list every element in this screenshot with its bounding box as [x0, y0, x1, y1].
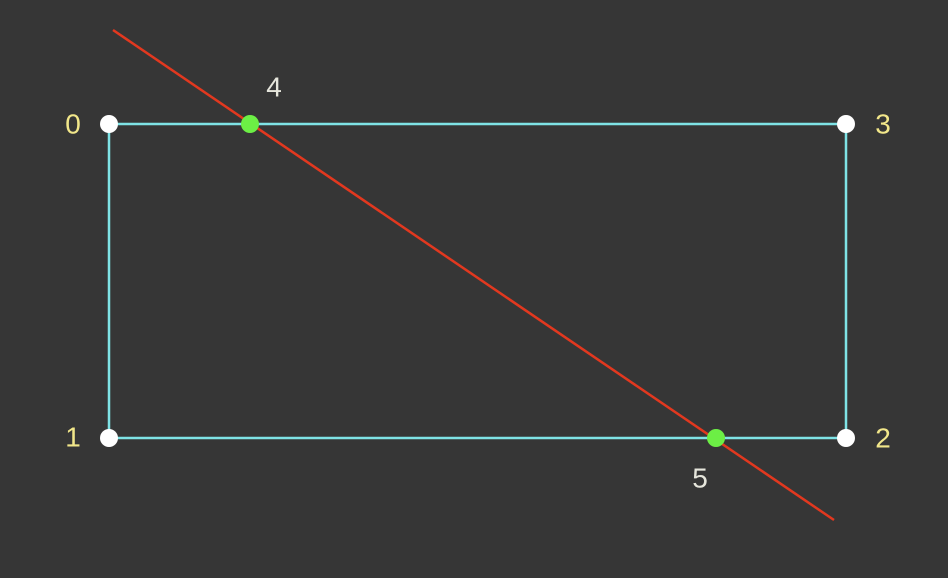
intersection-label-4: 4: [266, 72, 282, 103]
corner-point-3: [837, 115, 855, 133]
corner-label-3: 3: [875, 109, 891, 140]
intersection-label-5: 5: [692, 463, 708, 494]
corner-label-1: 1: [65, 422, 81, 453]
cut-line: [112, 28, 835, 522]
corner-point-2: [837, 429, 855, 447]
intersection-point-5: [707, 429, 725, 447]
corner-point-0: [100, 115, 118, 133]
corner-label-0: 0: [65, 109, 81, 140]
corner-label-2: 2: [875, 423, 891, 454]
corner-point-1: [100, 429, 118, 447]
intersection-point-4: [241, 115, 259, 133]
